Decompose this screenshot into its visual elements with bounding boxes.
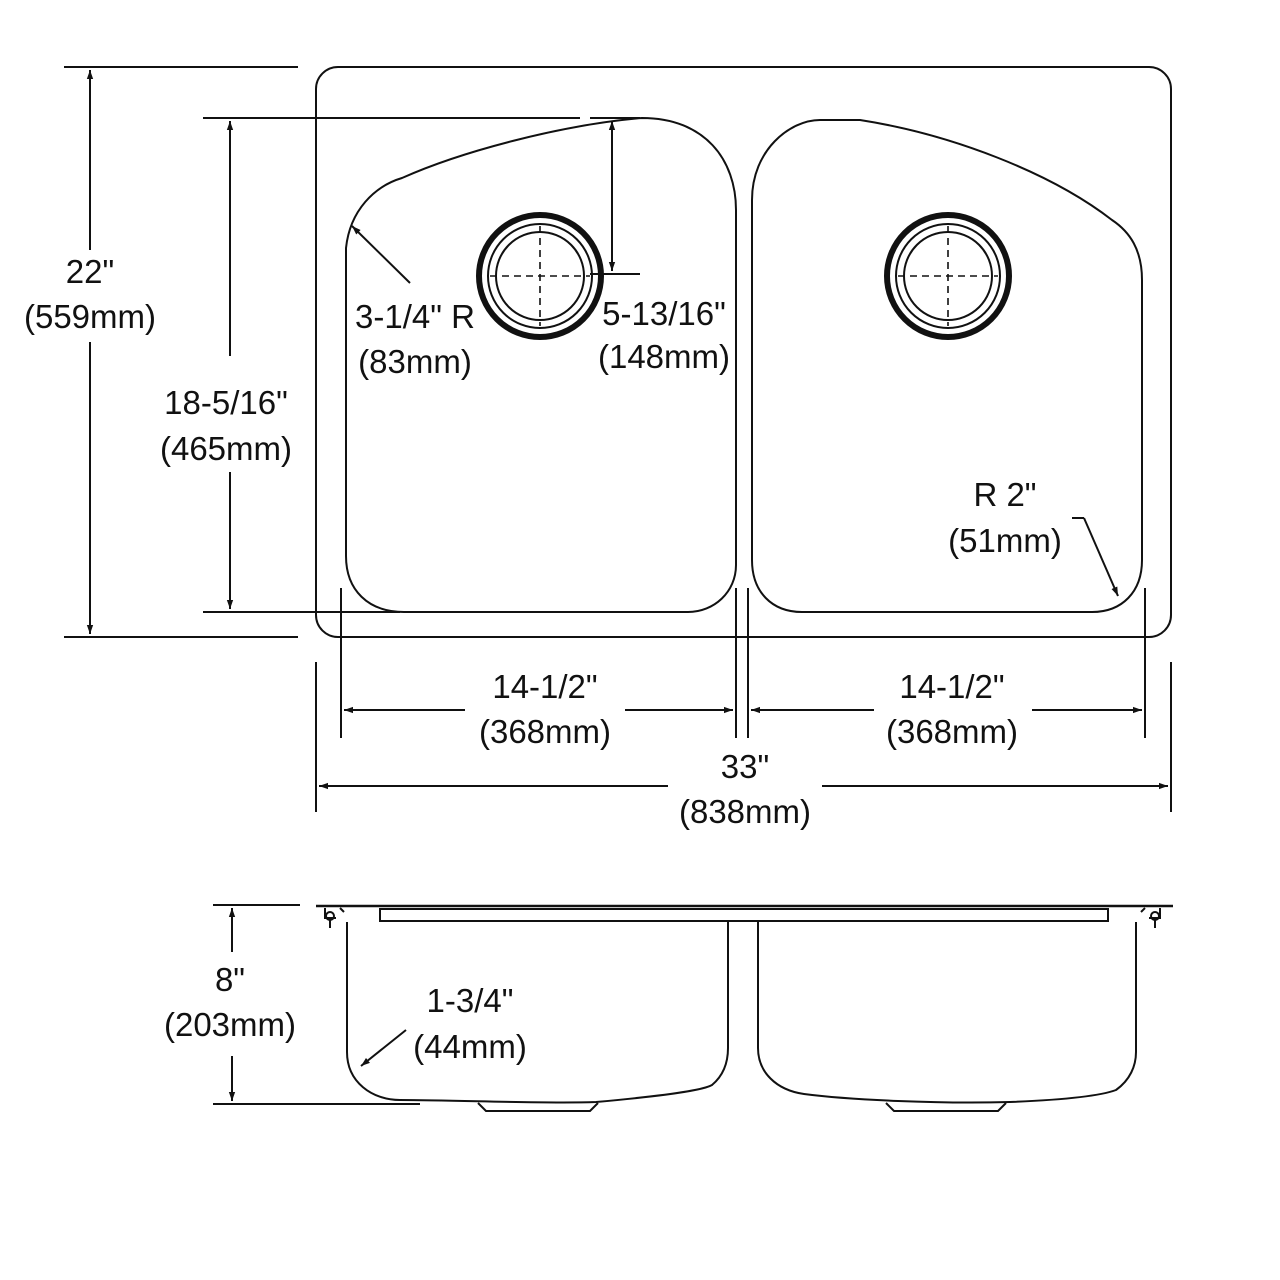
- overall-depth-inch: 22": [66, 253, 114, 290]
- left-drain: [476, 212, 604, 340]
- overall-depth-dimension: 22" (559mm): [24, 66, 298, 638]
- bowl-radius-callout: R 2" (51mm): [948, 476, 1119, 597]
- sink-deck-outline: [315, 66, 1172, 638]
- bowl-height-dimension: 8" (203mm): [164, 904, 420, 1105]
- overall-width-dimension: 33" (838mm): [315, 662, 1172, 830]
- bowl-radius-inch: R 2": [973, 476, 1036, 513]
- drain-offset-mm: (148mm): [598, 338, 730, 375]
- corner-radius-mm: (83mm): [358, 343, 472, 380]
- bowl-depth-inch: 18-5/16": [164, 384, 288, 421]
- bottom-radius-callout: 1-3/4" (44mm): [360, 982, 527, 1067]
- overall-width-mm: (838mm): [679, 793, 811, 830]
- bowl-width-dimensions: 14-1/2" (368mm) 14-1/2" (368mm): [340, 588, 1146, 750]
- bottom-radius-inch: 1-3/4": [427, 982, 514, 1019]
- right-bowl-width-mm: (368mm): [886, 713, 1018, 750]
- bowl-radius-mm: (51mm): [948, 522, 1062, 559]
- right-bowl-profile: [757, 922, 1137, 1104]
- right-bowl-width-inch: 14-1/2": [899, 668, 1004, 705]
- bottom-radius-mm: (44mm): [413, 1028, 527, 1065]
- right-bowl-outline: [751, 119, 1143, 613]
- left-bowl-outline: [345, 116, 737, 613]
- corner-radius-inch: 3-1/4" R: [355, 298, 475, 335]
- bowl-depth-dimension: 18-5/16" (465mm): [160, 117, 580, 613]
- left-bowl-width-mm: (368mm): [479, 713, 611, 750]
- bowl-depth-mm: (465mm): [160, 430, 292, 467]
- left-bowl-width-inch: 14-1/2": [492, 668, 597, 705]
- overall-depth-mm: (559mm): [24, 298, 156, 335]
- drain-offset-inch: 5-13/16": [602, 295, 726, 332]
- corner-radius-callout: 3-1/4" R (83mm): [351, 225, 475, 380]
- overall-width-inch: 33": [721, 748, 769, 785]
- right-drain: [884, 212, 1012, 340]
- side-view: [316, 904, 1173, 1112]
- bowl-height-mm: (203mm): [164, 1006, 296, 1043]
- drain-offset-dimension: 5-13/16" (148mm): [590, 117, 730, 375]
- top-view: [315, 66, 1172, 638]
- left-bowl-profile: [346, 922, 729, 1104]
- bowl-height-inch: 8": [215, 961, 245, 998]
